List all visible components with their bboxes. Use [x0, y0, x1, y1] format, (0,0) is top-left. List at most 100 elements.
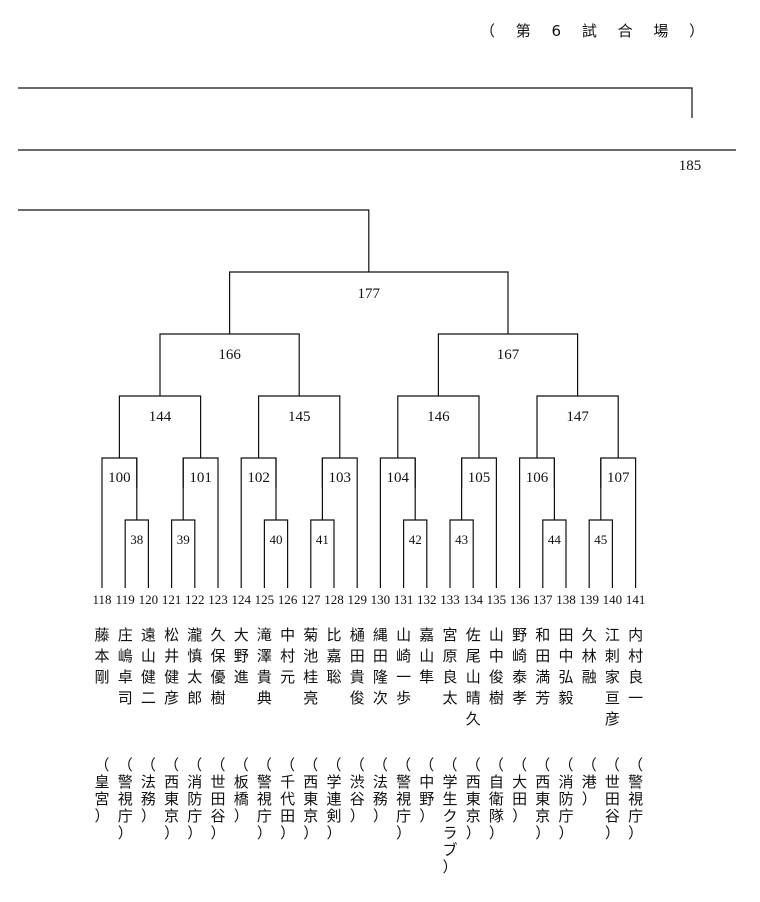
- entrant-name-char: 亘: [605, 689, 620, 707]
- entrant-affiliation-char: 警: [396, 773, 411, 791]
- entrant-affiliation-char: 京: [164, 807, 179, 825]
- entrant-seed: 122: [185, 592, 205, 607]
- entrant-seed: 130: [371, 592, 391, 607]
- entrant-name: 嘉山隼: [419, 626, 434, 686]
- entrant-affiliation-char: 連: [326, 790, 341, 808]
- entrant-affiliation-char: （: [489, 756, 504, 774]
- entrant-name-char: 毅: [558, 689, 573, 707]
- entrant-seed: 136: [510, 592, 530, 607]
- entrant-name: 久林融: [582, 626, 597, 686]
- round1-box: [310, 519, 335, 588]
- entrant-affiliation-char: 庁: [187, 807, 202, 825]
- entrant-affiliation-char: ）: [280, 824, 295, 842]
- entrant-affiliation: （千代田）: [280, 756, 295, 842]
- entrant-affiliation-char: （: [466, 756, 481, 774]
- entrant-seed: 129: [347, 592, 367, 607]
- entrant-affiliation-char: 視: [118, 790, 133, 808]
- entrant-affiliation: （渋谷）: [350, 756, 365, 825]
- entrant-affiliation-char: 谷: [605, 807, 620, 825]
- entrant-affiliation-char: （: [350, 756, 365, 774]
- entrant-affiliation-char: 自: [489, 773, 504, 791]
- entrant-name-char: 次: [373, 689, 388, 707]
- entrant-affiliation-char: 皇: [94, 773, 109, 791]
- upper-bracket-line: [18, 87, 693, 118]
- entrant-name-char: 二: [141, 689, 156, 707]
- entrant-name-char: 山: [419, 647, 434, 665]
- entrant-name-char: 田: [558, 626, 573, 644]
- entrant-affiliation-char: （: [94, 756, 109, 774]
- entrant-name-char: 彦: [605, 710, 620, 728]
- entrant-name-char: 彦: [164, 689, 179, 707]
- entrant-affiliation-char: （: [257, 756, 272, 774]
- entrant-name: 中村元: [280, 626, 295, 686]
- entrant-name-char: 田: [373, 647, 388, 665]
- entrant-affiliation-char: 東: [303, 790, 318, 808]
- entrant-seed: 140: [603, 592, 623, 607]
- entrant-name-char: 庄: [118, 626, 133, 644]
- entrant-affiliation-char: ）: [489, 824, 504, 842]
- entrant-affiliation-char: 橋: [234, 790, 249, 808]
- entrant-name-char: 村: [628, 647, 643, 665]
- entrant-affiliation-char: 防: [558, 790, 573, 808]
- entrant-name-char: 刺: [605, 647, 620, 665]
- entrant-affiliation-char: ）: [326, 824, 341, 842]
- entrant-name-char: 宮: [442, 626, 457, 644]
- round3-match-number: 144: [149, 409, 172, 425]
- entrant-affiliation-char: 東: [535, 790, 550, 808]
- entrant-affiliation-char: ）: [512, 807, 527, 825]
- round1-box: [403, 519, 428, 588]
- entrant-affiliation-char: （: [210, 756, 225, 774]
- entrant-name-char: 田: [535, 647, 550, 665]
- entrant-affiliation-char: 田: [512, 790, 527, 808]
- entrant-affiliation-char: 田: [210, 790, 225, 808]
- entrant-affiliation: （西東京）: [535, 756, 550, 842]
- entrant-name-char: 歩: [396, 689, 411, 707]
- entrant-name: 大野進: [234, 626, 249, 686]
- entrant-name-char: 樹: [489, 689, 504, 707]
- entrant-affiliation-char: 西: [303, 773, 318, 791]
- entrant-affiliation-char: （: [582, 756, 597, 774]
- entrant-seed: 131: [394, 592, 414, 607]
- entrant-affiliation-char: 京: [303, 807, 318, 825]
- entrant-name-char: 聡: [326, 668, 341, 686]
- entrant-name-char: 郎: [187, 689, 202, 707]
- entrant-affiliation: （大田）: [512, 756, 527, 825]
- entrant-affiliation-char: ）: [164, 824, 179, 842]
- entrant-seed: 138: [556, 592, 576, 607]
- entrant-affiliation-char: 大: [512, 773, 527, 791]
- entrant-affiliation-char: 隊: [489, 807, 504, 825]
- entrant-name-char: 松: [164, 626, 179, 644]
- entrant-name-char: 原: [442, 647, 457, 665]
- entrant-name-char: 亮: [303, 689, 318, 707]
- entrant-affiliation-char: 衛: [489, 790, 504, 808]
- entrant-name-char: 中: [558, 647, 573, 665]
- entrant-name: 比嘉聡: [326, 626, 341, 686]
- entrant-affiliation-char: ）: [350, 807, 365, 825]
- entrant-name-char: 隆: [373, 668, 388, 686]
- entrant-affiliation-char: 西: [535, 773, 550, 791]
- entrant-affiliation-char: 代: [280, 790, 295, 808]
- round1-match-number: 40: [270, 532, 283, 547]
- entrant-affiliation-char: 剣: [326, 807, 341, 825]
- entrant-affiliation-char: ）: [257, 824, 272, 842]
- round1-box: [263, 519, 289, 588]
- entrant-affiliation-char: 世: [605, 773, 620, 791]
- entrant-name-char: 比: [326, 626, 341, 644]
- entrant-affiliation-char: 西: [466, 773, 481, 791]
- entrant-name-char: 良: [442, 668, 457, 686]
- entrant-affiliation: （消防庁）: [187, 756, 202, 842]
- entrant-name-char: 貴: [350, 668, 365, 686]
- entrant-name-char: 尾: [466, 647, 481, 665]
- entrant-affiliation-char: 視: [628, 790, 643, 808]
- entrant-affiliation-char: （: [187, 756, 202, 774]
- entrant-name-char: 菊: [303, 626, 318, 644]
- entrant-name: 藤本剛: [94, 626, 109, 686]
- round2-match-number: 100: [108, 470, 131, 486]
- entrant-name-char: 山: [489, 626, 504, 644]
- entrant-seed: 139: [579, 592, 599, 607]
- entrant-affiliation-char: （: [605, 756, 620, 774]
